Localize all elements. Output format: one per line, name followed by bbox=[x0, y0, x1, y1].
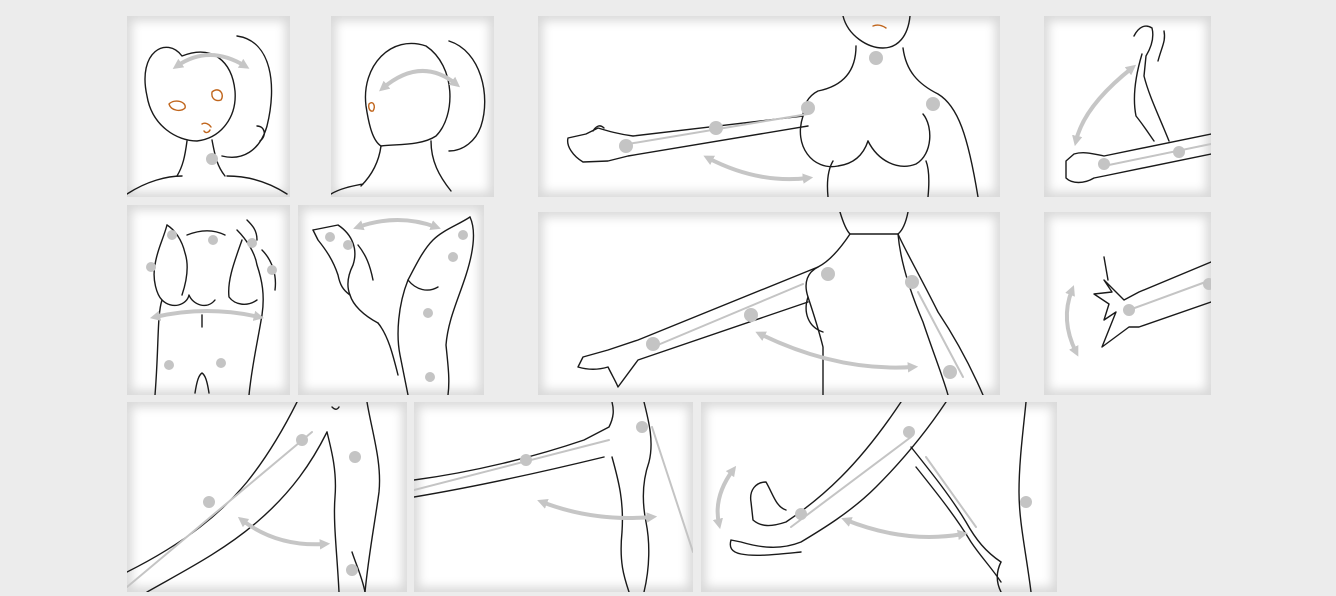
torso-twist-diagram-icon bbox=[127, 205, 290, 395]
panel-knee-bend bbox=[414, 402, 693, 592]
hip-leg-swing-diagram-icon bbox=[127, 402, 407, 592]
wrist-bend-diagram-icon bbox=[1044, 212, 1211, 395]
panel-arm-lower bbox=[538, 212, 1000, 395]
panel-hip-swing bbox=[127, 402, 407, 592]
panel-head-turn bbox=[127, 16, 290, 197]
torso-side-bend-diagram-icon bbox=[298, 205, 484, 395]
head-tilt-diagram-icon bbox=[331, 16, 494, 197]
head-rotation-diagram-icon bbox=[127, 16, 290, 197]
panel-torso-bend bbox=[298, 205, 484, 395]
panel-torso-twist bbox=[127, 205, 290, 395]
ankle-bend-diagram-icon bbox=[701, 402, 1057, 592]
arm-lower-swing-diagram-icon bbox=[538, 212, 1000, 395]
panel-wrist-bend bbox=[1044, 212, 1211, 395]
panel-ankle-bend bbox=[701, 402, 1057, 592]
elbow-bend-diagram-icon bbox=[1044, 16, 1211, 197]
panel-elbow-bend bbox=[1044, 16, 1211, 197]
shoulder-arm-swing-diagram-icon bbox=[538, 16, 1000, 197]
knee-bend-diagram-icon bbox=[414, 402, 693, 592]
panel-arm-swing bbox=[538, 16, 1000, 197]
panel-head-tilt bbox=[331, 16, 494, 197]
